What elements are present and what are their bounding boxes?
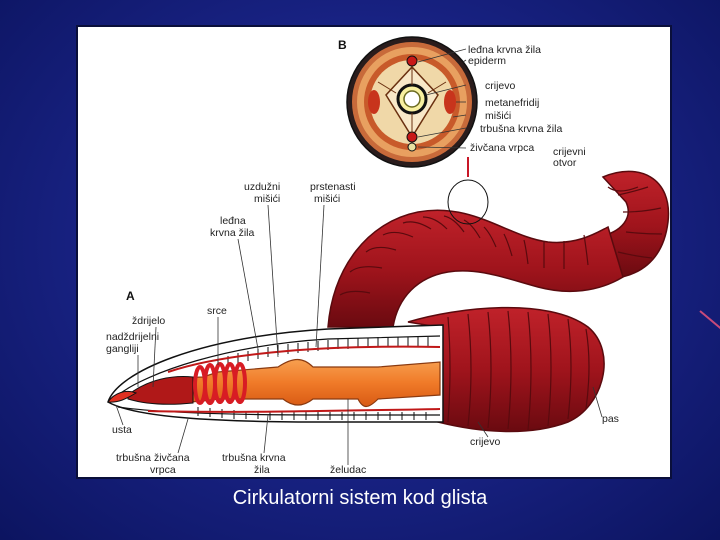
label-zeludac: želudac [330, 464, 366, 476]
earthworm-diagram: B A leđna krvna žila epiderm crijevo met… [106, 36, 670, 476]
decorative-line [699, 310, 720, 332]
panel-letter-a: A [126, 289, 135, 303]
label-gangliji: gangliji [106, 343, 139, 355]
label-uzduzni-misici: mišići [254, 193, 280, 205]
cross-section-b [346, 36, 489, 225]
label-zdrijelo: ždrijelo [132, 315, 165, 327]
label-uzduzni: uzdužni [244, 181, 280, 193]
label-prstenasti-misici: mišići [314, 193, 340, 205]
slide-caption: Cirkulatorni sistem kod glista [232, 487, 488, 509]
earthworm-figure: B A leđna krvna žila epiderm crijevo met… [76, 25, 672, 479]
label-crijevo-a: crijevo [470, 436, 501, 448]
label-misici: mišići [485, 110, 511, 122]
label-srce: srce [207, 305, 227, 317]
label-crijevni: crijevni [553, 146, 586, 158]
label-ledna-krvna-zila-b: leđna krvna žila [468, 44, 541, 56]
dissected-worm-front [107, 324, 444, 423]
worm-body [327, 170, 670, 433]
label-usta: usta [112, 424, 132, 436]
label-crijevo-b: crijevo [485, 80, 516, 92]
panel-letter-b: B [338, 38, 347, 52]
label-vrpca-a: vrpca [150, 464, 176, 476]
label-trbusna-zivcana: trbušna živčana [116, 452, 190, 464]
label-ledna-krvna-zila-a: krvna žila [210, 227, 255, 239]
label-ledna: leđna [220, 215, 246, 227]
label-metanefridij: metanefridij [485, 97, 539, 109]
label-zivcana-vrpca-b: živčana vrpca [470, 142, 534, 154]
label-zila-a: žila [254, 464, 270, 476]
label-trbusna-krvna-zila-b: trbušna krvna žila [480, 123, 562, 135]
label-epiderm: epiderm [468, 55, 506, 67]
label-otvor: otvor [553, 157, 577, 169]
label-pas: pas [602, 413, 619, 425]
pointer-lines-a [115, 204, 603, 465]
label-prstenasti: prstenasti [310, 181, 356, 193]
label-trbusna-krvna: trbušna krvna [222, 452, 286, 464]
label-nadzdrijelni: nadždrijelni [106, 331, 159, 343]
